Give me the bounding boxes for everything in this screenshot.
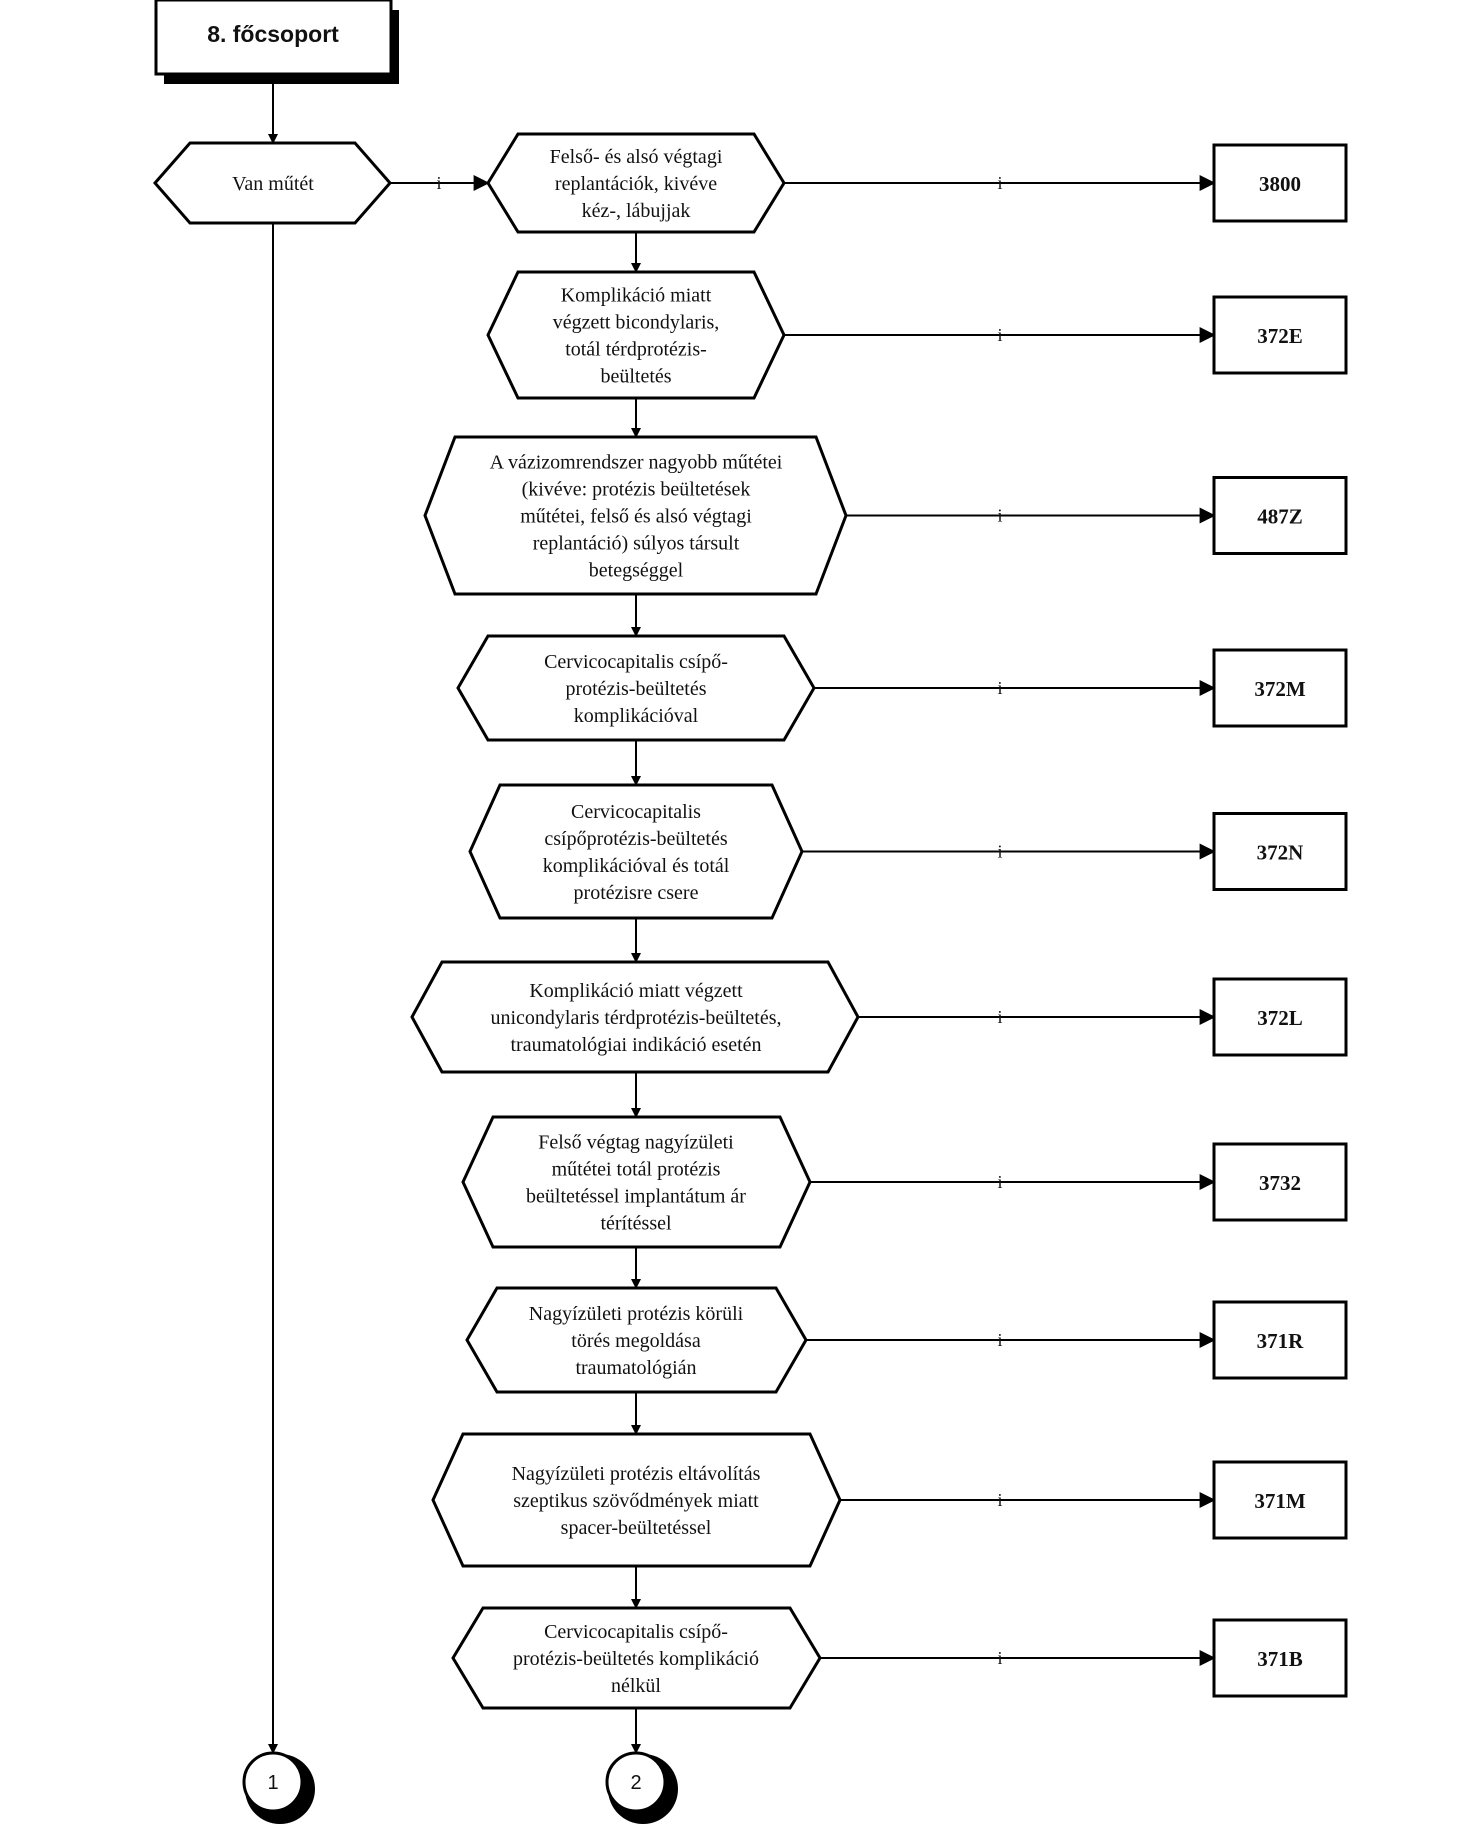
connector-2-label: 2: [630, 1772, 641, 1794]
step-text-line: beültetéssel implantátum ár: [526, 1186, 746, 1208]
step-10: Cervicocapitalis csípő-protézis-beülteté…: [451, 1606, 1348, 1754]
step-text-line: Cervicocapitalis csípő-: [544, 651, 728, 673]
result-code-box: [1212, 648, 1348, 728]
step-text-line: kéz-, lábujjak: [582, 200, 691, 222]
step-8: Nagyízületi protézis körüli törés megoldá…: [465, 1286, 1348, 1435]
connector-2: 2: [605, 1751, 678, 1824]
step-text-line: totál térdprotézis-: [565, 339, 707, 361]
step-text-line: protézis-beültetés komplikáció: [513, 1648, 759, 1670]
result-code-text: 372N: [1257, 841, 1304, 865]
step-text-line: replantáció) súlyos társult: [533, 533, 740, 555]
result-code-text: 487Z: [1257, 505, 1303, 529]
step-yes-label: i: [997, 325, 1002, 345]
step-text-line: Komplikáció miatt: [561, 285, 712, 307]
step-text-line: traumatológiai indikáció esetén: [510, 1034, 761, 1056]
result-code-text: 371B: [1257, 1647, 1303, 1671]
step-yes-label: i: [997, 1648, 1002, 1668]
step-7: Felső végtag nagyízületi műtétei totál pr…: [461, 1115, 1348, 1289]
step-text-line: Felső végtag nagyízületi: [538, 1132, 734, 1154]
step-text-line: traumatológián: [575, 1357, 696, 1379]
connector-1: 1: [242, 1751, 315, 1824]
step-text-line: csípőprotézis-beültetés: [544, 828, 727, 850]
step-yes-label: i: [997, 1007, 1002, 1027]
start-decision: Van műtét: [153, 141, 392, 225]
result-code-box: [1212, 1142, 1348, 1222]
step-text-line: komplikációval és totál: [543, 855, 730, 877]
step-text-line: végzett bicondylaris,: [553, 312, 720, 334]
step-yes-label: i: [997, 842, 1002, 862]
step-text-line: Komplikáció miatt végzett: [529, 980, 743, 1002]
step-text-line: Felső- és alsó végtagi: [550, 146, 723, 168]
step-text-line: Cervicocapitalis csípő-: [544, 1621, 728, 1643]
step-text-line: protézisre csere: [574, 882, 699, 904]
step-3: A vázizomrendszer nagyobb műtétei (kivéve…: [423, 435, 1348, 637]
step-6: Komplikáció miatt végzett unicondylaris t…: [410, 960, 1348, 1118]
step-text-line: térítéssel: [600, 1213, 672, 1235]
result-code-text: 371M: [1254, 1489, 1306, 1513]
step-text-line: szeptikus szövődmények miatt: [513, 1490, 759, 1512]
step-text-line: replantációk, kivéve: [555, 173, 717, 195]
step-text-line: Nagyízületi protézis körüli: [529, 1303, 744, 1325]
step-yes-label: i: [997, 506, 1002, 526]
step-text-line: betegséggel: [589, 560, 684, 582]
step-text-line: Cervicocapitalis: [571, 801, 701, 823]
result-code-box: [1212, 1300, 1348, 1380]
step-text-line: nélkül: [611, 1675, 661, 1697]
step-yes-label: i: [997, 1172, 1002, 1192]
step-text-line: A vázizomrendszer nagyobb műtétei: [490, 452, 783, 474]
step-text-line: protézis-beültetés: [565, 678, 706, 700]
start-decision-text: Van műtét: [232, 173, 314, 195]
result-code-text: 372E: [1257, 324, 1303, 348]
step-text-line: Nagyízületi protézis eltávolítás: [512, 1463, 761, 1485]
result-code-box: [1212, 1618, 1348, 1698]
step-text-line: műtétei, felső és alsó végtagi: [520, 506, 752, 528]
step-yes-label: i: [997, 678, 1002, 698]
result-code-box: [1212, 143, 1348, 223]
result-code-box: [1212, 476, 1348, 555]
step-text-line: törés megoldása: [571, 1330, 701, 1352]
step-text-line: spacer-beültetéssel: [561, 1517, 712, 1539]
step-yes-label: i: [997, 1330, 1002, 1350]
step-text-line: (kivéve: protézis beültetések: [522, 479, 751, 501]
result-code-box: [1212, 295, 1348, 375]
step-text-line: műtétei totál protézis: [552, 1159, 721, 1181]
title-box: 8. főcsoport: [154, 0, 399, 84]
step-2: Komplikáció miatt végzett bicondylaris, to…: [486, 270, 1348, 438]
result-code-box: [1212, 1460, 1348, 1540]
result-code-text: 3732: [1259, 1171, 1301, 1195]
result-code-box: [1212, 977, 1348, 1057]
step-9: Nagyízületi protézis eltávolítás szeptiku…: [431, 1432, 1348, 1609]
step-4: Cervicocapitalis csípő-protézis-beülteté…: [456, 634, 1348, 786]
step-yes-label: i: [997, 173, 1002, 193]
step-yes-label: i: [997, 1490, 1002, 1510]
start-yes-label: i: [436, 173, 441, 193]
step-text-line: beültetés: [600, 366, 671, 388]
result-code-text: 372L: [1257, 1006, 1303, 1030]
result-code-box: [1212, 812, 1348, 891]
result-code-text: 371R: [1257, 1329, 1305, 1353]
step-1: Felső- és alsó végtagi replantációk, kivé…: [486, 132, 1348, 273]
result-code-text: 372M: [1254, 677, 1306, 701]
connector-1-label: 1: [267, 1772, 278, 1794]
title-text: 8. főcsoport: [207, 21, 339, 47]
step-5: Cervicocapitalis csípőprotézis-beültetés k…: [468, 783, 1348, 963]
step-text-line: unicondylaris térdprotézis-beültetés,: [490, 1007, 781, 1029]
step-text-line: komplikációval: [574, 705, 699, 727]
result-code-text: 3800: [1259, 172, 1301, 196]
